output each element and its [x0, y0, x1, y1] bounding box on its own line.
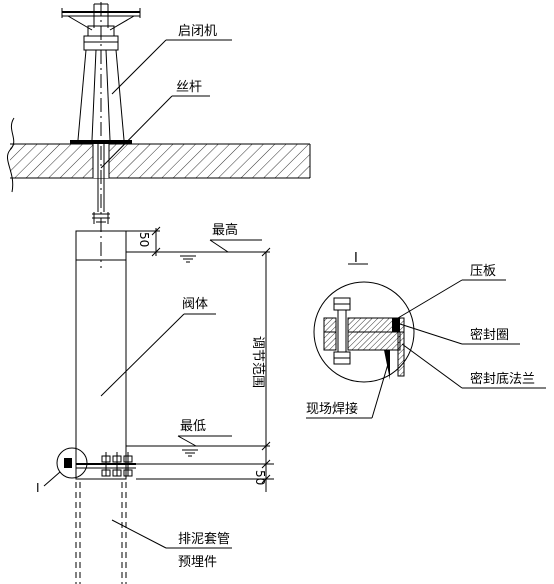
- detail-title-label: I: [354, 251, 358, 266]
- hoist-callout: 启闭机: [111, 24, 232, 95]
- pressing-plate-label: 压板: [470, 264, 496, 279]
- detail-bolt: [333, 297, 351, 365]
- stem-label: 丝杆: [176, 80, 202, 95]
- hoist-label: 启闭机: [178, 24, 217, 39]
- detail-seal-ring: [392, 318, 400, 332]
- highest-level-label: 最高: [212, 222, 238, 238]
- bottom-flange: [64, 452, 136, 477]
- adjust-range-dimension: 调节范围: [250, 247, 271, 451]
- valve-body-label: 阀体: [182, 297, 208, 312]
- detail-view: I 压板 密封圈: [306, 251, 546, 419]
- valve-body: [75, 230, 127, 480]
- sludge-pipe-callout: 排泥套管 预埋件: [111, 519, 232, 570]
- seal-ring-label: 密封圈: [470, 327, 509, 343]
- detail-weld: [384, 350, 390, 380]
- bottom-offset-dimension: 50: [126, 446, 274, 492]
- sludge-pipe-label: 排泥套管: [178, 531, 230, 547]
- detail-seal-flange: [323, 331, 405, 377]
- bottom-offset-value: 50: [253, 470, 267, 485]
- adjust-range-label: 调节范围: [250, 336, 265, 388]
- valve-stem: [92, 2, 110, 268]
- field-weld-label: 现场焊接: [306, 401, 358, 417]
- valve-body-callout: 阀体: [100, 297, 216, 397]
- highest-level: 最高: [126, 222, 270, 263]
- lowest-level: 最低: [126, 419, 270, 457]
- stem-callout: 丝杆: [100, 80, 210, 169]
- detail-mark-label: I: [36, 481, 40, 495]
- flange-bolt: [112, 452, 122, 477]
- embedded-part-label: 预埋件: [178, 555, 217, 570]
- concrete-slab: [7, 117, 311, 193]
- seal-flange-label: 密封底法兰: [470, 371, 535, 387]
- top-offset-value: 50: [137, 232, 151, 247]
- lowest-level-label: 最低: [180, 419, 206, 434]
- top-offset-dimension: 50: [126, 226, 161, 257]
- flange-bolt: [101, 452, 111, 477]
- detail-pressing-plate: [323, 317, 405, 333]
- detail-callout-circle: I: [36, 447, 88, 495]
- sludge-pipe: [75, 482, 127, 584]
